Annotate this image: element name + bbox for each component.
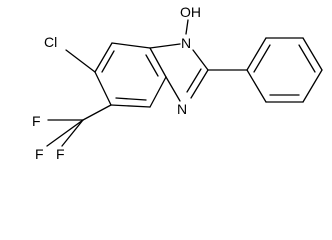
bond-c5-cf3	[82, 104, 112, 121]
bond-cf3-fb	[61, 119, 84, 147]
bond-c2-n3-inner	[186, 68, 202, 93]
bond-c5-c4	[110, 104, 151, 108]
bond-c4-c3a	[149, 76, 167, 108]
bond-ph1-ph2	[246, 37, 267, 71]
bond-n1-c2	[192, 49, 209, 71]
molecular-structure-diagram: OH N N Cl F F F	[32, 4, 323, 162]
bond-n3-c3a	[165, 76, 181, 102]
hydroxyl-label: OH	[180, 4, 201, 20]
phenyl-ring	[207, 37, 323, 103]
atom-labels: OH N N Cl F F F	[32, 4, 201, 162]
fluorine-c-label: F	[35, 146, 44, 162]
bond-c5-c4-inner	[115, 97, 147, 101]
bond-ph3-ph4-inner	[298, 44, 316, 73]
n3-label: N	[177, 101, 187, 117]
bond-c6-cl	[65, 49, 96, 73]
n1-label: N	[181, 35, 191, 51]
bond-n1-oh	[185, 19, 189, 35]
bond-ph6-ph1	[246, 69, 267, 103]
bond-c7a-c7	[111, 42, 151, 49]
substituents	[46, 49, 112, 147]
bond-c2-n3	[190, 69, 209, 99]
fluorine-b-label: F	[56, 146, 65, 162]
bond-ph4-ph5	[302, 69, 323, 103]
bond-c7-c6	[94, 42, 113, 73]
bond-c7a-n1	[149, 43, 181, 49]
imidazole-ring	[149, 19, 209, 102]
benzo-ring	[94, 42, 167, 108]
bond-c6-c5	[94, 71, 112, 106]
bond-c7-c6-inner	[101, 50, 115, 73]
bond-c3a-c7a	[149, 47, 167, 78]
chlorine-label: Cl	[44, 34, 57, 50]
bond-cf3-fc	[46, 119, 84, 147]
fluorine-a-label: F	[32, 113, 41, 129]
bond-ph1-ph2-inner	[253, 44, 271, 73]
bond-c3a-c7a-inner	[145, 54, 159, 77]
bond-ph3-ph4	[302, 37, 323, 71]
